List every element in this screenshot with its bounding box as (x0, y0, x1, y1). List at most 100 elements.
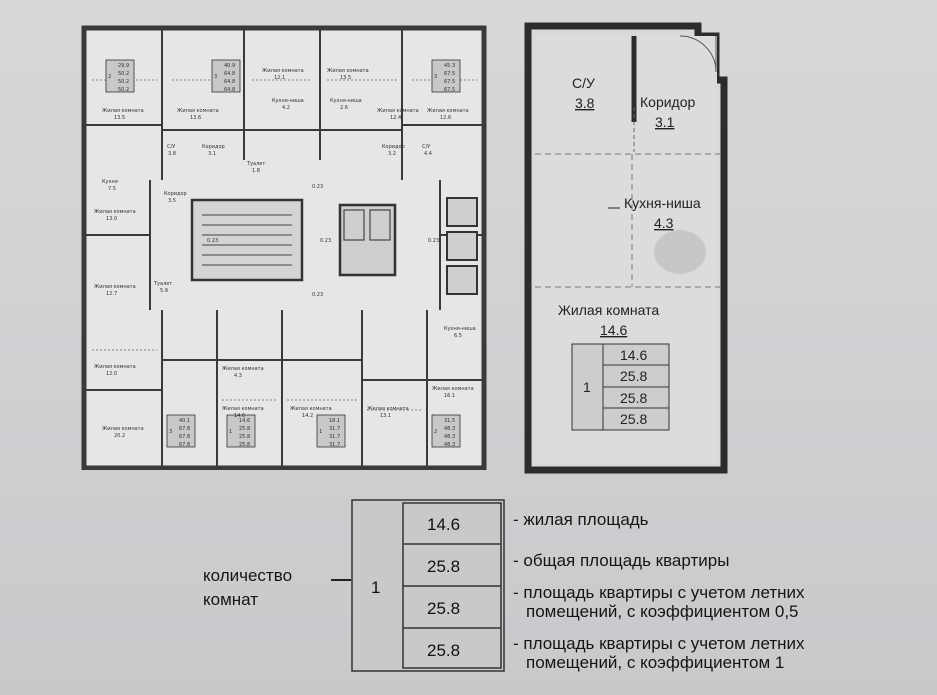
legend-desc-total: - общая площадь квартиры (513, 551, 730, 570)
svg-text:3: 3 (169, 429, 172, 435)
svg-text:31.7: 31.7 (329, 426, 340, 432)
svg-text:3.8: 3.8 (168, 151, 176, 157)
svg-text:50.2: 50.2 (118, 79, 129, 85)
svg-text:64.8: 64.8 (224, 87, 235, 93)
svg-text:С/У: С/У (167, 144, 175, 150)
apartment-table: 3 45.3 67.5 67.5 67.5 (431, 59, 461, 93)
apartment-table: 2 29.9 50.2 50.2 50.2 (105, 59, 135, 93)
apartment-table: 1 18.1 31.7 31.7 31.7 (316, 414, 346, 448)
svg-text:1: 1 (229, 429, 232, 435)
svg-text:16.1: 16.1 (444, 393, 455, 399)
svg-text:Коридор: Коридор (382, 144, 405, 150)
svg-text:1: 1 (583, 379, 591, 395)
svg-text:4.4: 4.4 (424, 151, 432, 157)
svg-text:Коридор: Коридор (164, 191, 187, 197)
svg-text:6.5: 6.5 (454, 333, 462, 339)
svg-text:0.23: 0.23 (312, 184, 323, 190)
apartment-plan-drawing: С/У 3.8 Коридор 3.1 Кухня-ниша 4.3 Жилая… (524, 22, 728, 474)
legend-desc-coef-05: - площадь квартиры с учетом летних помещ… (513, 583, 805, 621)
svg-text:31.7: 31.7 (329, 442, 340, 448)
svg-text:13.5: 13.5 (340, 75, 351, 81)
bath-label: С/У (572, 75, 595, 91)
apartment-area-table: 1 14.6 25.8 25.8 25.8 (571, 343, 670, 431)
svg-text:Жилая комната: Жилая комната (222, 366, 264, 372)
svg-text:3: 3 (214, 74, 217, 80)
svg-text:2: 2 (434, 429, 437, 435)
svg-text:12.1: 12.1 (274, 75, 285, 81)
svg-text:12.4: 12.4 (390, 115, 401, 121)
svg-text:Кухня-ниша: Кухня-ниша (444, 326, 476, 332)
svg-text:25.8: 25.8 (620, 368, 647, 384)
svg-text:4.2: 4.2 (282, 105, 290, 111)
legend-rooms-count: 1 (371, 578, 380, 597)
svg-text:Жилая комната: Жилая комната (262, 68, 304, 74)
svg-text:Жилая комната: Жилая комната (94, 364, 136, 370)
svg-text:Туалет: Туалет (153, 281, 172, 287)
corridor-area: 3.1 (655, 114, 675, 130)
svg-text:7.5: 7.5 (108, 186, 116, 192)
svg-text:Туалет: Туалет (246, 161, 265, 167)
legend-desc-living: - жилая площадь (513, 510, 649, 529)
svg-text:14.6: 14.6 (620, 347, 647, 363)
svg-text:14.2: 14.2 (302, 413, 313, 419)
svg-text:13.5: 13.5 (114, 115, 125, 121)
floor-plan-drawing: 2 29.9 50.2 50.2 50.2 3 40.9 64.8 64.8 6… (81, 25, 487, 470)
rooms-label: количество комнат (203, 566, 293, 609)
svg-text:1: 1 (319, 429, 322, 435)
svg-text:4.3: 4.3 (234, 373, 242, 379)
svg-text:67.5: 67.5 (444, 87, 455, 93)
svg-text:67.8: 67.8 (179, 434, 190, 440)
legend-area-coef-05: 25.8 (427, 599, 460, 618)
apartment-plan: С/У 3.8 Коридор 3.1 Кухня-ниша 4.3 Жилая… (520, 22, 745, 474)
svg-text:Кухня-ниша: Кухня-ниша (272, 98, 304, 104)
svg-text:Жилая комната: Жилая комната (177, 108, 219, 114)
svg-text:3.2: 3.2 (388, 151, 396, 157)
svg-text:29.9: 29.9 (118, 63, 129, 69)
apartment-table: 3 40.1 67.8 67.8 67.8 (166, 414, 196, 448)
svg-text:12.0: 12.0 (106, 371, 117, 377)
apartment-table: 2 31.5 48.3 48.3 48.3 (431, 414, 461, 448)
svg-text:50.2: 50.2 (118, 71, 129, 77)
svg-text:Кухня: Кухня (102, 179, 118, 185)
svg-text:2: 2 (108, 74, 111, 80)
svg-text:Коридор: Коридор (202, 144, 225, 150)
svg-text:3: 3 (434, 74, 437, 80)
floor-plan: 2 29.9 50.2 50.2 50.2 3 40.9 64.8 64.8 6… (72, 20, 492, 470)
living-room-area: 14.6 (600, 322, 627, 338)
kitchen-niche-area: 4.3 (654, 215, 674, 231)
svg-text:31.5: 31.5 (444, 418, 455, 424)
svg-text:Жилая комната: Жилая комната (102, 426, 144, 432)
legend-desc-coef-1: - площадь квартиры с учетом летних помещ… (513, 634, 805, 672)
svg-text:3.5: 3.5 (168, 198, 176, 204)
svg-text:13.6: 13.6 (190, 115, 201, 121)
svg-text:31.7: 31.7 (329, 434, 340, 440)
corridor-label: Коридор (640, 94, 696, 110)
legend-total-area: 25.8 (427, 557, 460, 576)
svg-text:0.23: 0.23 (207, 238, 218, 244)
svg-text:18.1: 18.1 (329, 418, 340, 424)
svg-text:0.23: 0.23 (312, 292, 323, 298)
svg-text:40.9: 40.9 (224, 63, 235, 69)
svg-text:45.3: 45.3 (444, 63, 455, 69)
svg-text:67.8: 67.8 (179, 442, 190, 448)
svg-text:1.8: 1.8 (252, 168, 260, 174)
bath-area: 3.8 (575, 95, 595, 111)
svg-text:25.8: 25.8 (239, 442, 250, 448)
svg-text:48.3: 48.3 (444, 426, 455, 432)
svg-text:Жилая комната: Жилая комната (327, 68, 369, 74)
svg-text:3.1: 3.1 (208, 151, 216, 157)
svg-text:Жилая комната: Жилая комната (102, 108, 144, 114)
apartment-table: 1 14.6 25.8 25.8 25.8 (226, 414, 256, 448)
svg-text:14.6: 14.6 (234, 413, 245, 419)
svg-text:20.2: 20.2 (114, 433, 125, 439)
svg-text:50.2: 50.2 (118, 87, 129, 93)
living-room-label: Жилая комната (558, 302, 659, 318)
svg-text:67.5: 67.5 (444, 71, 455, 77)
svg-text:67.5: 67.5 (444, 79, 455, 85)
svg-text:Жилая комната: Жилая комната (432, 386, 474, 392)
svg-text:Жилая комната: Жилая комната (377, 108, 419, 114)
svg-text:25.8: 25.8 (239, 434, 250, 440)
svg-text:0.23: 0.23 (320, 238, 331, 244)
svg-text:Жилая комната: Жилая комната (290, 406, 332, 412)
